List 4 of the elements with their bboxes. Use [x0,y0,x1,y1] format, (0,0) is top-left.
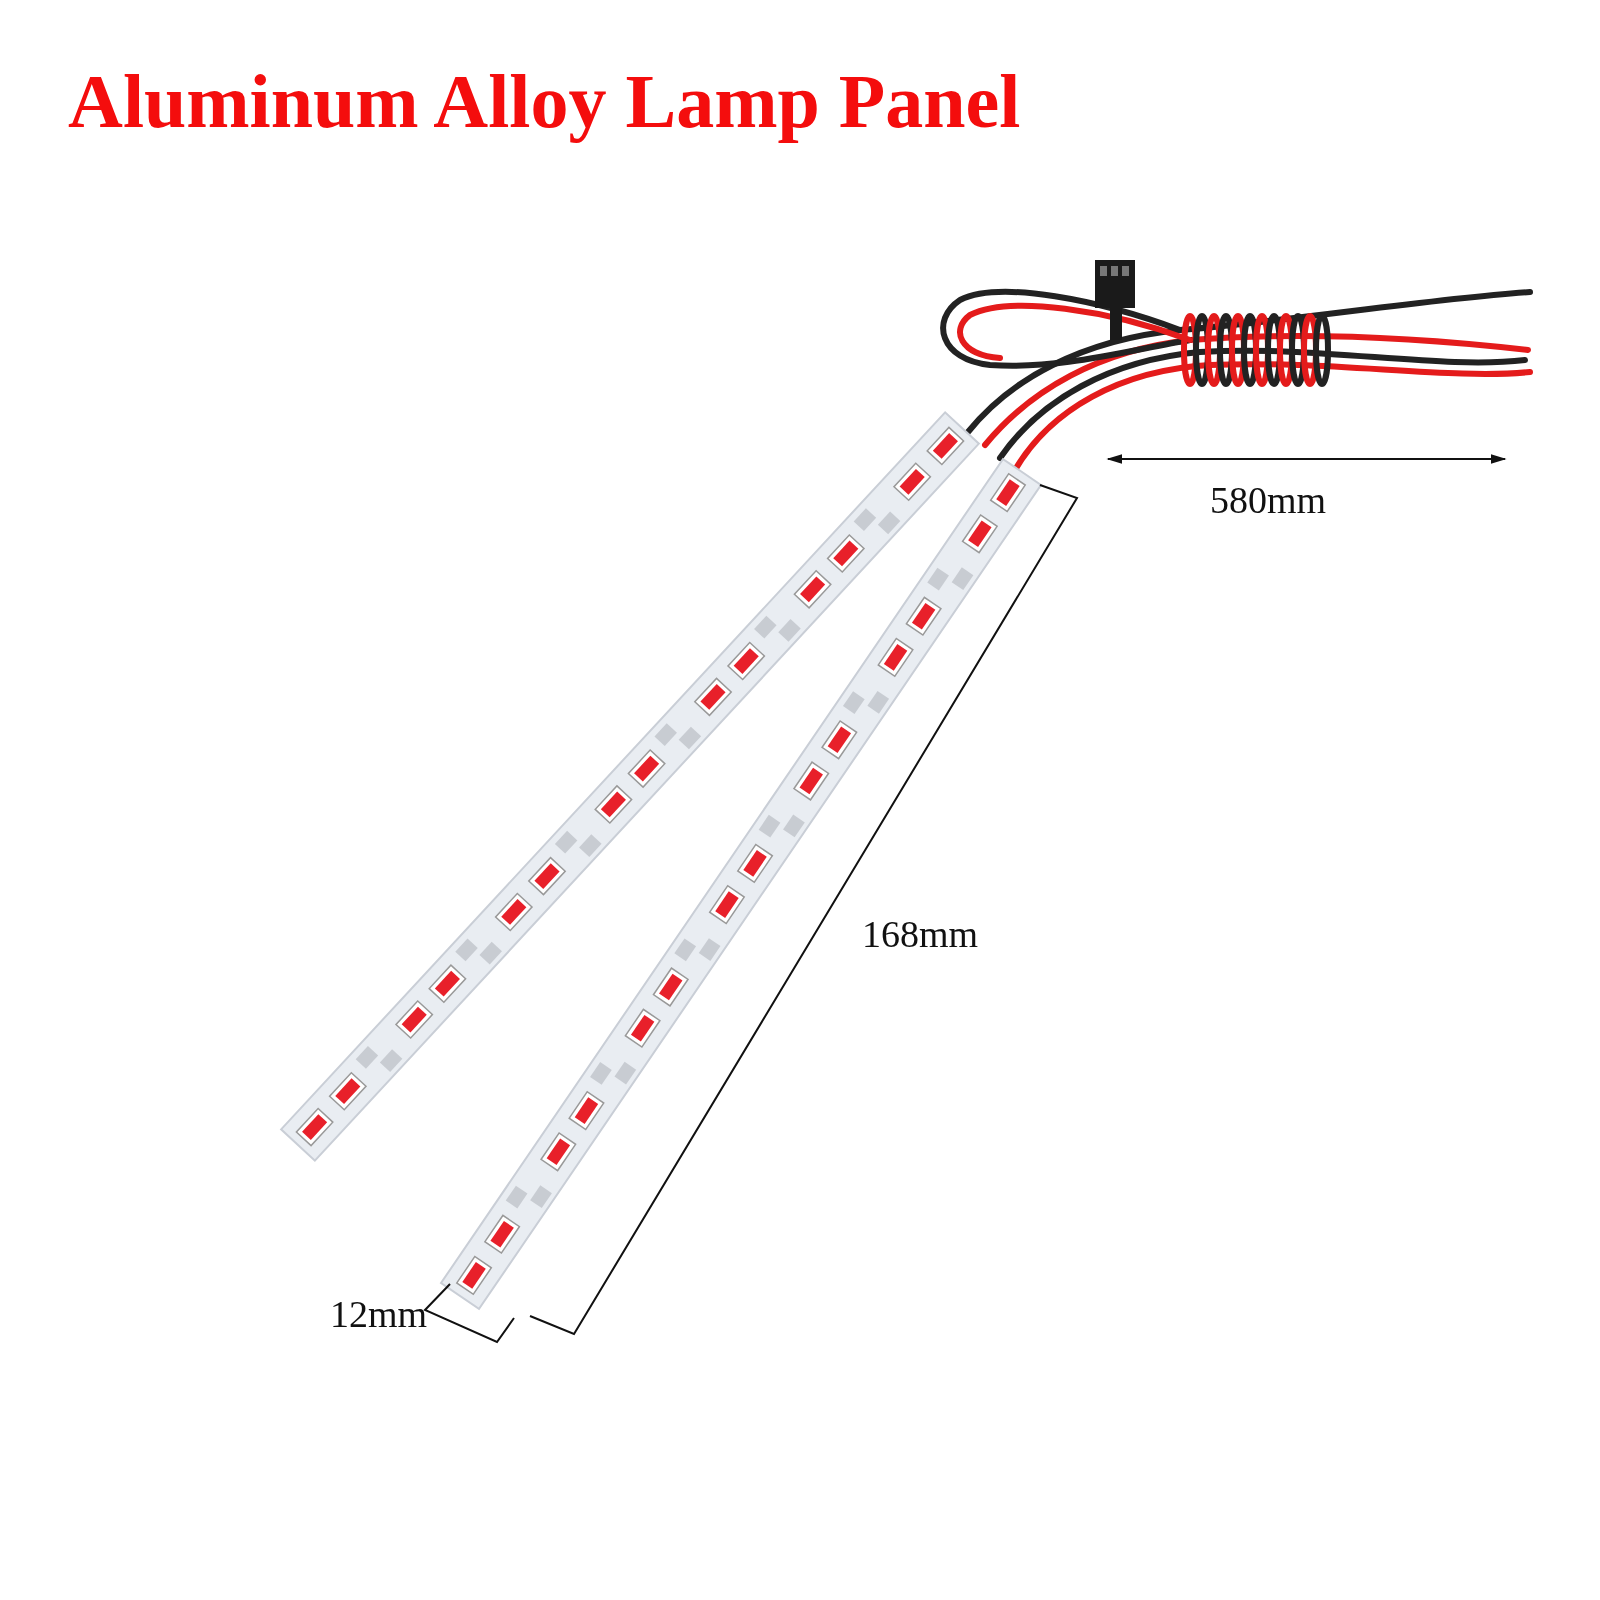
dimension-label: 168mm [862,912,979,956]
title: Aluminum Alloy Lamp Panel [68,58,1021,145]
dimension-label: 12mm [330,1292,428,1336]
dimension-label: 580mm [1210,478,1327,522]
